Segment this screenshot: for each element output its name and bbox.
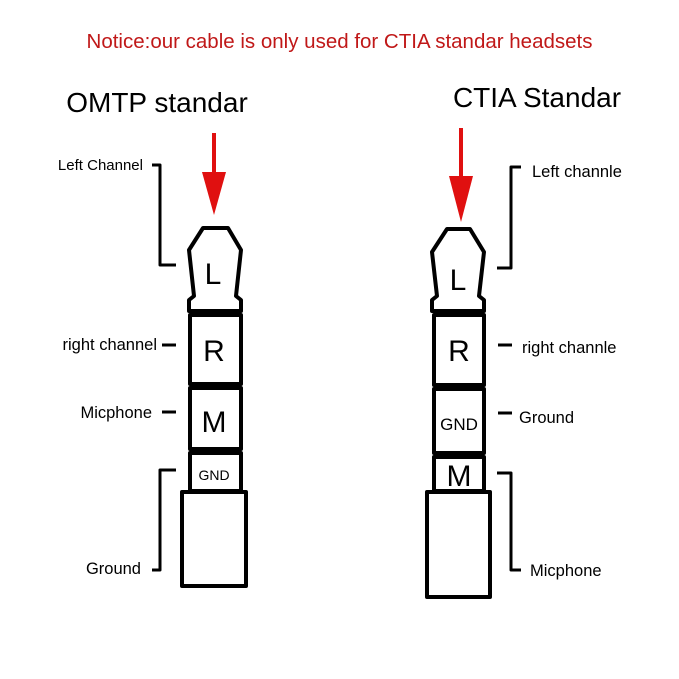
omtp-plug: OMTP standar L R M GND xyxy=(58,87,248,588)
omtp-ring1 xyxy=(188,313,243,386)
ctia-tip-leader xyxy=(497,165,521,270)
ctia-tip xyxy=(430,227,486,313)
omtp-label-ring2: Micphone xyxy=(80,404,152,422)
ctia-segment-sleeve: M xyxy=(447,460,472,493)
ctia-ring2 xyxy=(432,387,486,455)
omtp-label-tip: Left Channel xyxy=(58,157,143,174)
ctia-label-sleeve: Micphone xyxy=(530,562,602,580)
ctia-label-ring1: right channle xyxy=(522,339,616,357)
ctia-title: CTIA Standar xyxy=(453,82,621,113)
omtp-arrow-icon xyxy=(202,133,226,215)
ctia-segment-ring2: GND xyxy=(440,415,478,434)
ctia-segment-tip: L xyxy=(450,264,467,297)
omtp-ring2 xyxy=(188,386,243,451)
ctia-segment-ring1: R xyxy=(448,335,470,368)
ctia-sleeve-leader xyxy=(497,471,521,572)
omtp-title: OMTP standar xyxy=(66,87,248,118)
omtp-label-ring1: right channel xyxy=(63,336,157,354)
ctia-ring1 xyxy=(432,313,486,387)
omtp-segment-ring1: R xyxy=(203,335,225,368)
notice-text: Notice:our cable is only used for CTIA s… xyxy=(86,30,593,53)
ctia-label-ring2: Ground xyxy=(519,409,574,427)
omtp-sleeve-leader xyxy=(152,468,176,572)
ctia-arrow-icon xyxy=(449,128,473,222)
omtp-segment-tip: L xyxy=(205,258,222,291)
ctia-label-tip: Left channle xyxy=(532,163,622,181)
omtp-label-sleeve: Ground xyxy=(86,560,141,578)
omtp-plug-body xyxy=(180,490,248,588)
omtp-segment-ring2: M xyxy=(202,406,227,439)
ctia-plug: CTIA Standar L R GND M xyxy=(425,82,622,599)
omtp-tip-leader xyxy=(152,163,176,267)
ctia-plug-body xyxy=(425,490,492,599)
omtp-segment-sleeve: GND xyxy=(198,467,229,483)
omtp-tip xyxy=(187,226,243,313)
